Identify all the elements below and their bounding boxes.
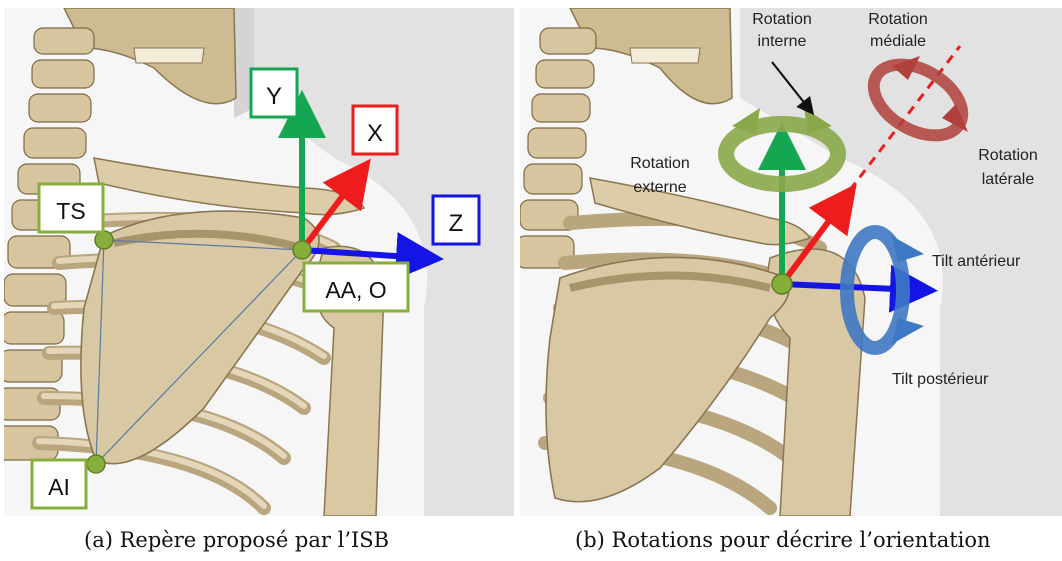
tilt-posterieur-label: Tilt postérieur: [892, 371, 989, 388]
aa-landmark-dot: [293, 241, 311, 259]
ts-label: TS: [56, 198, 85, 224]
teeth: [630, 48, 700, 63]
caption-panel-a: (a) Repère proposé par l’ISB: [84, 528, 389, 552]
caption-panel-b: (b) Rotations pour décrire l’orientation: [575, 528, 991, 552]
scapula-rotations-illustration: Rotation interne Rotation externe Rotati…: [520, 8, 1062, 516]
y-axis-label: Y: [266, 83, 282, 110]
rotation-laterale-label-line2: latérale: [982, 171, 1035, 188]
ts-landmark-dot: [95, 231, 113, 249]
origin-landmark-dot: [772, 274, 792, 294]
z-axis-label: Z: [449, 210, 464, 237]
figure-panel-b: Rotation interne Rotation externe Rotati…: [520, 8, 1062, 516]
ai-label: AI: [48, 474, 70, 500]
tilt-anterieur-label: Tilt antérieur: [932, 253, 1021, 270]
ai-landmark-dot: [87, 455, 105, 473]
teeth: [134, 48, 204, 63]
scapula-isb-frame-illustration: Y X Z TS AA, O AI: [4, 8, 514, 516]
aa-o-label: AA, O: [325, 277, 386, 303]
rotation-externe-label-line1: Rotation: [630, 155, 690, 172]
figure-panel-a: Y X Z TS AA, O AI: [4, 8, 514, 516]
rotation-laterale-label-line1: Rotation: [978, 147, 1038, 164]
rotation-mediale-label-line1: Rotation: [868, 11, 928, 28]
x-axis-label: X: [367, 120, 383, 147]
rotation-mediale-label-line2: médiale: [870, 33, 926, 50]
rotation-interne-label-line2: interne: [758, 33, 807, 50]
rotation-interne-label-line1: Rotation: [752, 11, 812, 28]
rotation-externe-label-line2: externe: [633, 179, 686, 196]
